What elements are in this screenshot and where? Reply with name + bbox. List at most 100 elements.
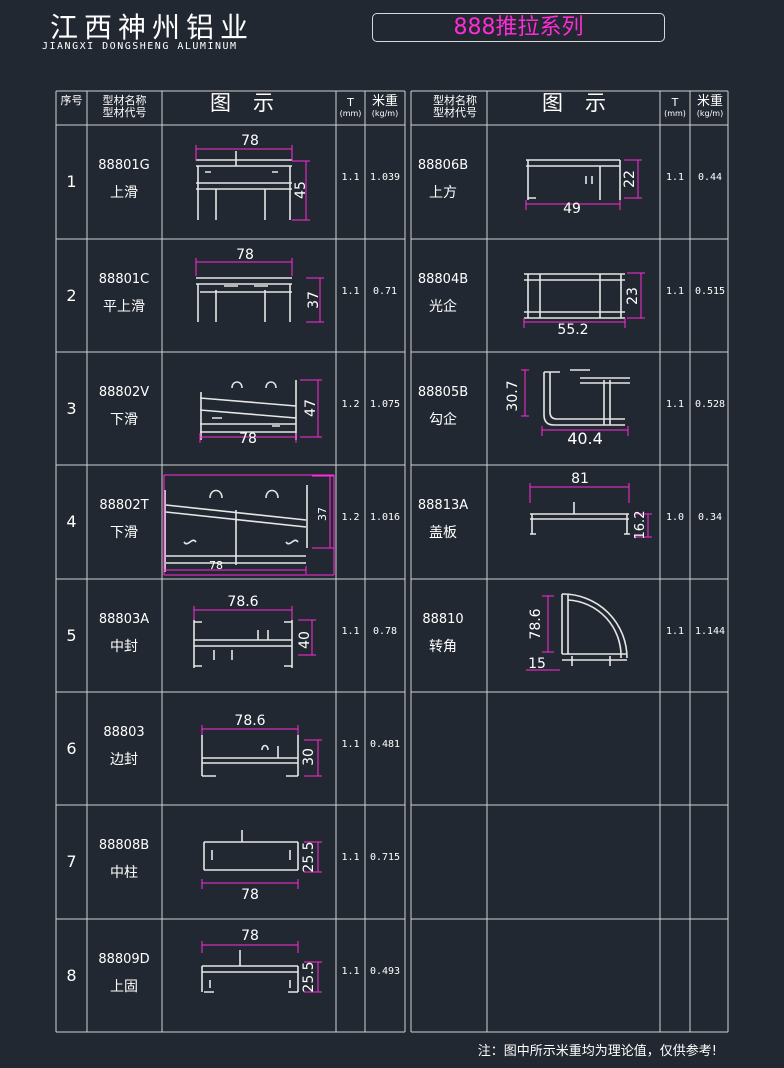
profile-drawing xyxy=(164,485,308,572)
profile-name: 上固 xyxy=(110,978,138,995)
profile-name: 光企 xyxy=(429,298,457,315)
weight-value: 1.144 xyxy=(694,625,726,637)
profile-code: 88806B xyxy=(417,157,469,173)
profile-code: 88805B xyxy=(417,384,469,400)
profile-drawing xyxy=(193,620,293,668)
profile-code: 88801G xyxy=(98,157,150,173)
dimension-label: 25.5 xyxy=(301,841,317,872)
dimension-label: 49 xyxy=(563,201,581,217)
weight-value: 0.78 xyxy=(372,625,398,637)
profile-name: 上滑 xyxy=(110,184,138,201)
header-weight-left: 米重(kg/m) xyxy=(371,94,399,118)
dimension-label: 23 xyxy=(625,287,641,305)
dimension-label: 45 xyxy=(293,181,309,199)
weight-value: 1.039 xyxy=(369,171,401,183)
dimension-label: 22 xyxy=(622,170,638,188)
profile-name: 下滑 xyxy=(110,411,138,428)
thickness-value: 1.1 xyxy=(341,851,360,863)
dimension-label: 15 xyxy=(528,656,546,672)
weight-value: 0.715 xyxy=(369,851,401,863)
dimension-label: 37 xyxy=(306,291,322,309)
company-name-en: JIANGXI DONGSHENG ALUMINUM xyxy=(42,41,238,52)
thickness-value: 1.2 xyxy=(341,511,360,523)
thickness-value: 1.1 xyxy=(341,965,360,977)
dimension-label: 78 xyxy=(239,431,257,447)
row-number: 5 xyxy=(66,625,77,645)
row-number: 2 xyxy=(66,285,77,305)
profile-code: 88808B xyxy=(98,837,150,853)
weight-value: 0.528 xyxy=(694,398,726,410)
header-figure-right: 图示 xyxy=(542,91,628,115)
profile-code: 88809D xyxy=(98,951,150,967)
dimension-label: 78 xyxy=(241,928,259,944)
company-name-cn: 江西神州铝业 xyxy=(50,11,255,44)
dimension-label: 25.5 xyxy=(301,961,317,992)
row-number: 3 xyxy=(66,398,77,418)
thickness-value: 1.1 xyxy=(665,625,685,637)
profile-code: 88802V xyxy=(98,384,150,400)
dimension-label: 78 xyxy=(241,887,259,903)
dimension-label: 78.6 xyxy=(234,713,265,729)
thickness-value: 1.1 xyxy=(341,171,360,183)
profile-name: 中封 xyxy=(110,638,138,655)
weight-value: 0.493 xyxy=(369,965,401,977)
row-number: 1 xyxy=(66,171,77,191)
profile-name: 上方 xyxy=(429,184,457,201)
profile-name: 盖板 xyxy=(429,524,457,541)
profile-code: 88803A xyxy=(98,611,150,627)
row-number: 4 xyxy=(66,511,77,531)
profile-drawing xyxy=(201,735,299,777)
profile-name: 边封 xyxy=(110,751,138,768)
profile-code: 88813A xyxy=(417,497,469,513)
weight-value: 0.34 xyxy=(697,511,723,523)
profile-code: 88802T xyxy=(99,497,149,513)
profile-drawing xyxy=(203,830,299,871)
row-number: 7 xyxy=(66,851,77,871)
header-weight-right: 米重(kg/m) xyxy=(696,94,724,118)
dimension-label: 16.2 xyxy=(633,511,648,540)
profile-name: 勾企 xyxy=(429,411,457,428)
header-index: 序号 xyxy=(60,94,83,107)
profile-drawing xyxy=(543,369,630,426)
dimension-label: 78 xyxy=(209,559,223,572)
profile-drawing xyxy=(201,950,299,993)
profile-drawing xyxy=(530,502,630,535)
weight-value: 0.71 xyxy=(372,285,398,297)
dimension-label: 81 xyxy=(571,471,589,487)
profile-drawing xyxy=(526,159,621,200)
series-title: 888推拉系列 xyxy=(372,13,665,42)
profile-name: 转角 xyxy=(429,638,457,655)
header-t-left: T(mm) xyxy=(339,96,362,118)
dimension-label: 55.2 xyxy=(557,322,588,338)
profile-name: 中柱 xyxy=(110,864,138,881)
row-number: 8 xyxy=(66,965,77,985)
weight-value: 1.075 xyxy=(369,398,401,410)
dimension-label: 40 xyxy=(297,631,313,649)
weight-value: 1.016 xyxy=(369,511,401,523)
profile-code: 88810 xyxy=(422,611,464,627)
thickness-value: 1.1 xyxy=(341,285,360,297)
profile-name: 平上滑 xyxy=(103,298,145,315)
footer-note: 注：图中所示米重均为理论值，仅供参考! xyxy=(477,1044,717,1059)
profile-code: 88804B xyxy=(417,271,469,287)
profile-name: 下滑 xyxy=(110,524,138,541)
profile-drawing xyxy=(524,273,625,319)
dimension-label: 40.4 xyxy=(567,429,603,448)
profile-drawing xyxy=(196,277,292,322)
dimension-label: 30.7 xyxy=(505,380,521,411)
header-t-right: T(mm) xyxy=(664,96,686,118)
dimension-label: 30 xyxy=(301,748,317,766)
thickness-value: 1.0 xyxy=(665,511,685,523)
weight-value: 0.481 xyxy=(369,738,401,750)
dimension-label: 37 xyxy=(316,507,329,521)
profile-code: 88801C xyxy=(98,271,150,287)
thickness-value: 1.1 xyxy=(665,171,685,183)
thickness-value: 1.2 xyxy=(341,398,360,410)
header-name-right: 型材名称型材代号 xyxy=(433,94,477,119)
header-figure-left: 图示 xyxy=(210,91,296,115)
profile-drawing xyxy=(561,593,628,666)
weight-value: 0.515 xyxy=(694,285,726,297)
thickness-value: 1.1 xyxy=(665,285,685,297)
dimension-label: 78.6 xyxy=(227,594,258,610)
dimension-label: 47 xyxy=(303,399,319,417)
